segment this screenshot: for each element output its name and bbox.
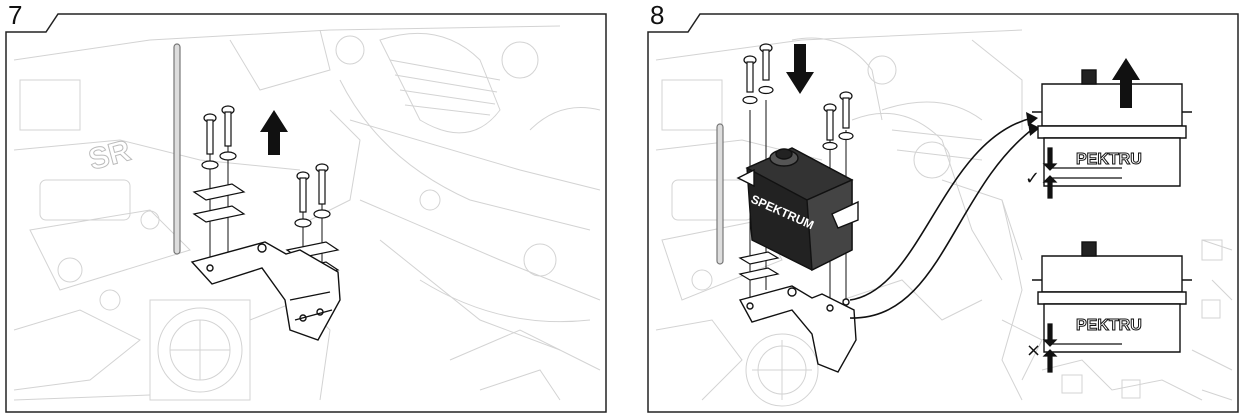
step-8-number: 8 — [650, 0, 665, 30]
step-8-incorrect-mark: × — [1026, 340, 1041, 361]
step-8-correct-mark: ✓ — [1025, 168, 1040, 189]
step-7-servo-mount — [190, 241, 341, 341]
step-8-background-chassis — [655, 29, 1233, 407]
step-8-callout-curves — [849, 117, 1035, 319]
step-8-callout-arrowhead-1 — [1026, 112, 1038, 126]
step-7-chassis-logo: SR — [85, 134, 134, 177]
step-8-antenna — [716, 123, 724, 265]
step-8-inset-correct-label: PEKTRU — [1076, 151, 1142, 168]
step-8-spacer-plates — [738, 251, 780, 281]
step-7-antenna — [173, 43, 181, 255]
step-8-servo — [736, 147, 859, 272]
step-8-inset-correct: PEKTRU ✓ — [1025, 58, 1192, 199]
step-7-panel: 7 — [0, 0, 608, 416]
step-8-inset-correct-gap — [1042, 147, 1122, 199]
step-8-panel: 8 — [642, 0, 1242, 416]
step-8-inset-incorrect-label: PEKTRU — [1076, 317, 1142, 334]
step-8-inset-incorrect: PEKTRU × — [1026, 241, 1192, 373]
step-7-frame — [5, 13, 607, 413]
step-7-background-chassis — [13, 25, 601, 401]
step-8-frame — [647, 13, 1239, 413]
step-8-washers — [742, 85, 854, 151]
step-7-number: 7 — [8, 0, 23, 30]
step-8-callout-arrowhead-2 — [1028, 122, 1040, 136]
step-7-up-arrow — [260, 110, 288, 155]
step-7-washers — [201, 151, 331, 228]
step-8-screws — [743, 43, 853, 141]
step-8-inset-incorrect-gap — [1042, 323, 1122, 373]
step-8-inset-up-arrow — [1112, 58, 1140, 108]
step-8-down-arrow — [786, 44, 814, 94]
step-8-servo-mount — [738, 285, 857, 373]
step-8-illustration: SPEKTRUM — [647, 13, 1239, 413]
step-7-screws — [203, 105, 329, 213]
step-7-illustration: SR — [5, 13, 607, 413]
